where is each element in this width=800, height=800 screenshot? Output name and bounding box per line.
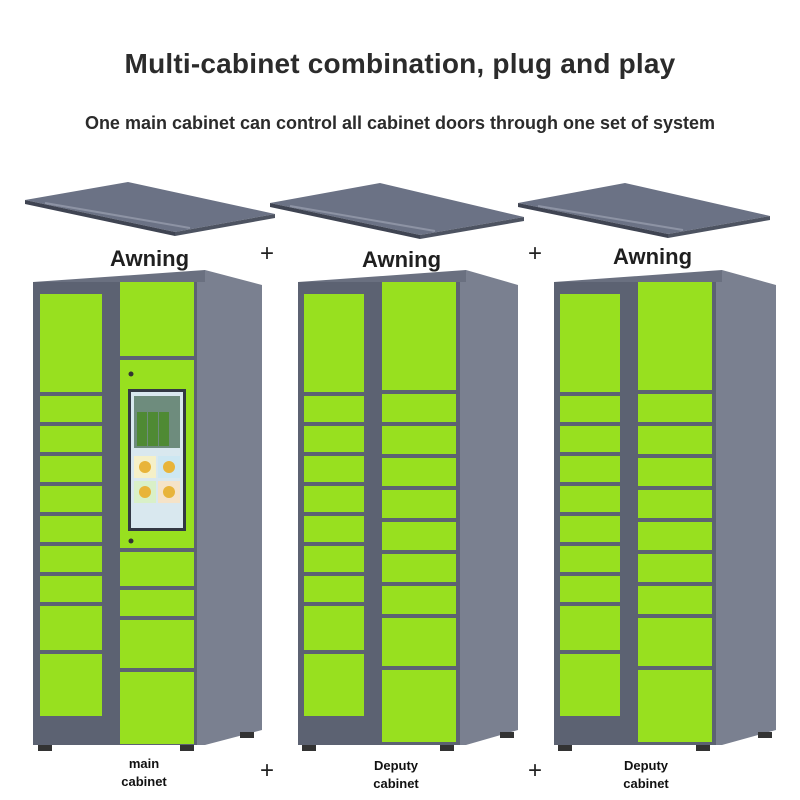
cabinet-label-line1: Deputy	[373, 758, 419, 773]
plus-sign: +	[260, 240, 275, 267]
cabinet-label-deputy-1: Deputy cabinet	[356, 757, 436, 793]
plus-sign: +	[528, 240, 543, 267]
awning-2	[270, 183, 524, 239]
page-subtitle: One main cabinet can control all cabinet…	[84, 113, 716, 133]
cabinet-label-deputy-2: Deputy cabinet	[606, 757, 686, 793]
plus-sign: +	[528, 757, 543, 784]
awning-label-1: Awning	[110, 246, 190, 271]
page-title: Multi-cabinet combination, plug and play	[124, 48, 676, 79]
cabinet-label-line1: main	[128, 756, 160, 771]
plus-sign: +	[260, 757, 275, 784]
cabinet-label-line2: cabinet	[121, 774, 167, 789]
deputy-cabinet-1	[298, 270, 518, 751]
deputy-cabinet-2	[554, 270, 776, 751]
awning-label-3: Awning	[613, 244, 693, 269]
main-cabinet	[33, 270, 262, 751]
cabinet-label-main: main cabinet	[104, 755, 184, 791]
awning-3	[518, 183, 770, 238]
awning-1	[25, 182, 275, 236]
cabinet-label-line1: Deputy	[623, 758, 669, 773]
cabinet-label-line2: cabinet	[373, 776, 419, 791]
cabinet-label-line2: cabinet	[623, 776, 669, 791]
awning-label-2: Awning	[362, 247, 442, 272]
